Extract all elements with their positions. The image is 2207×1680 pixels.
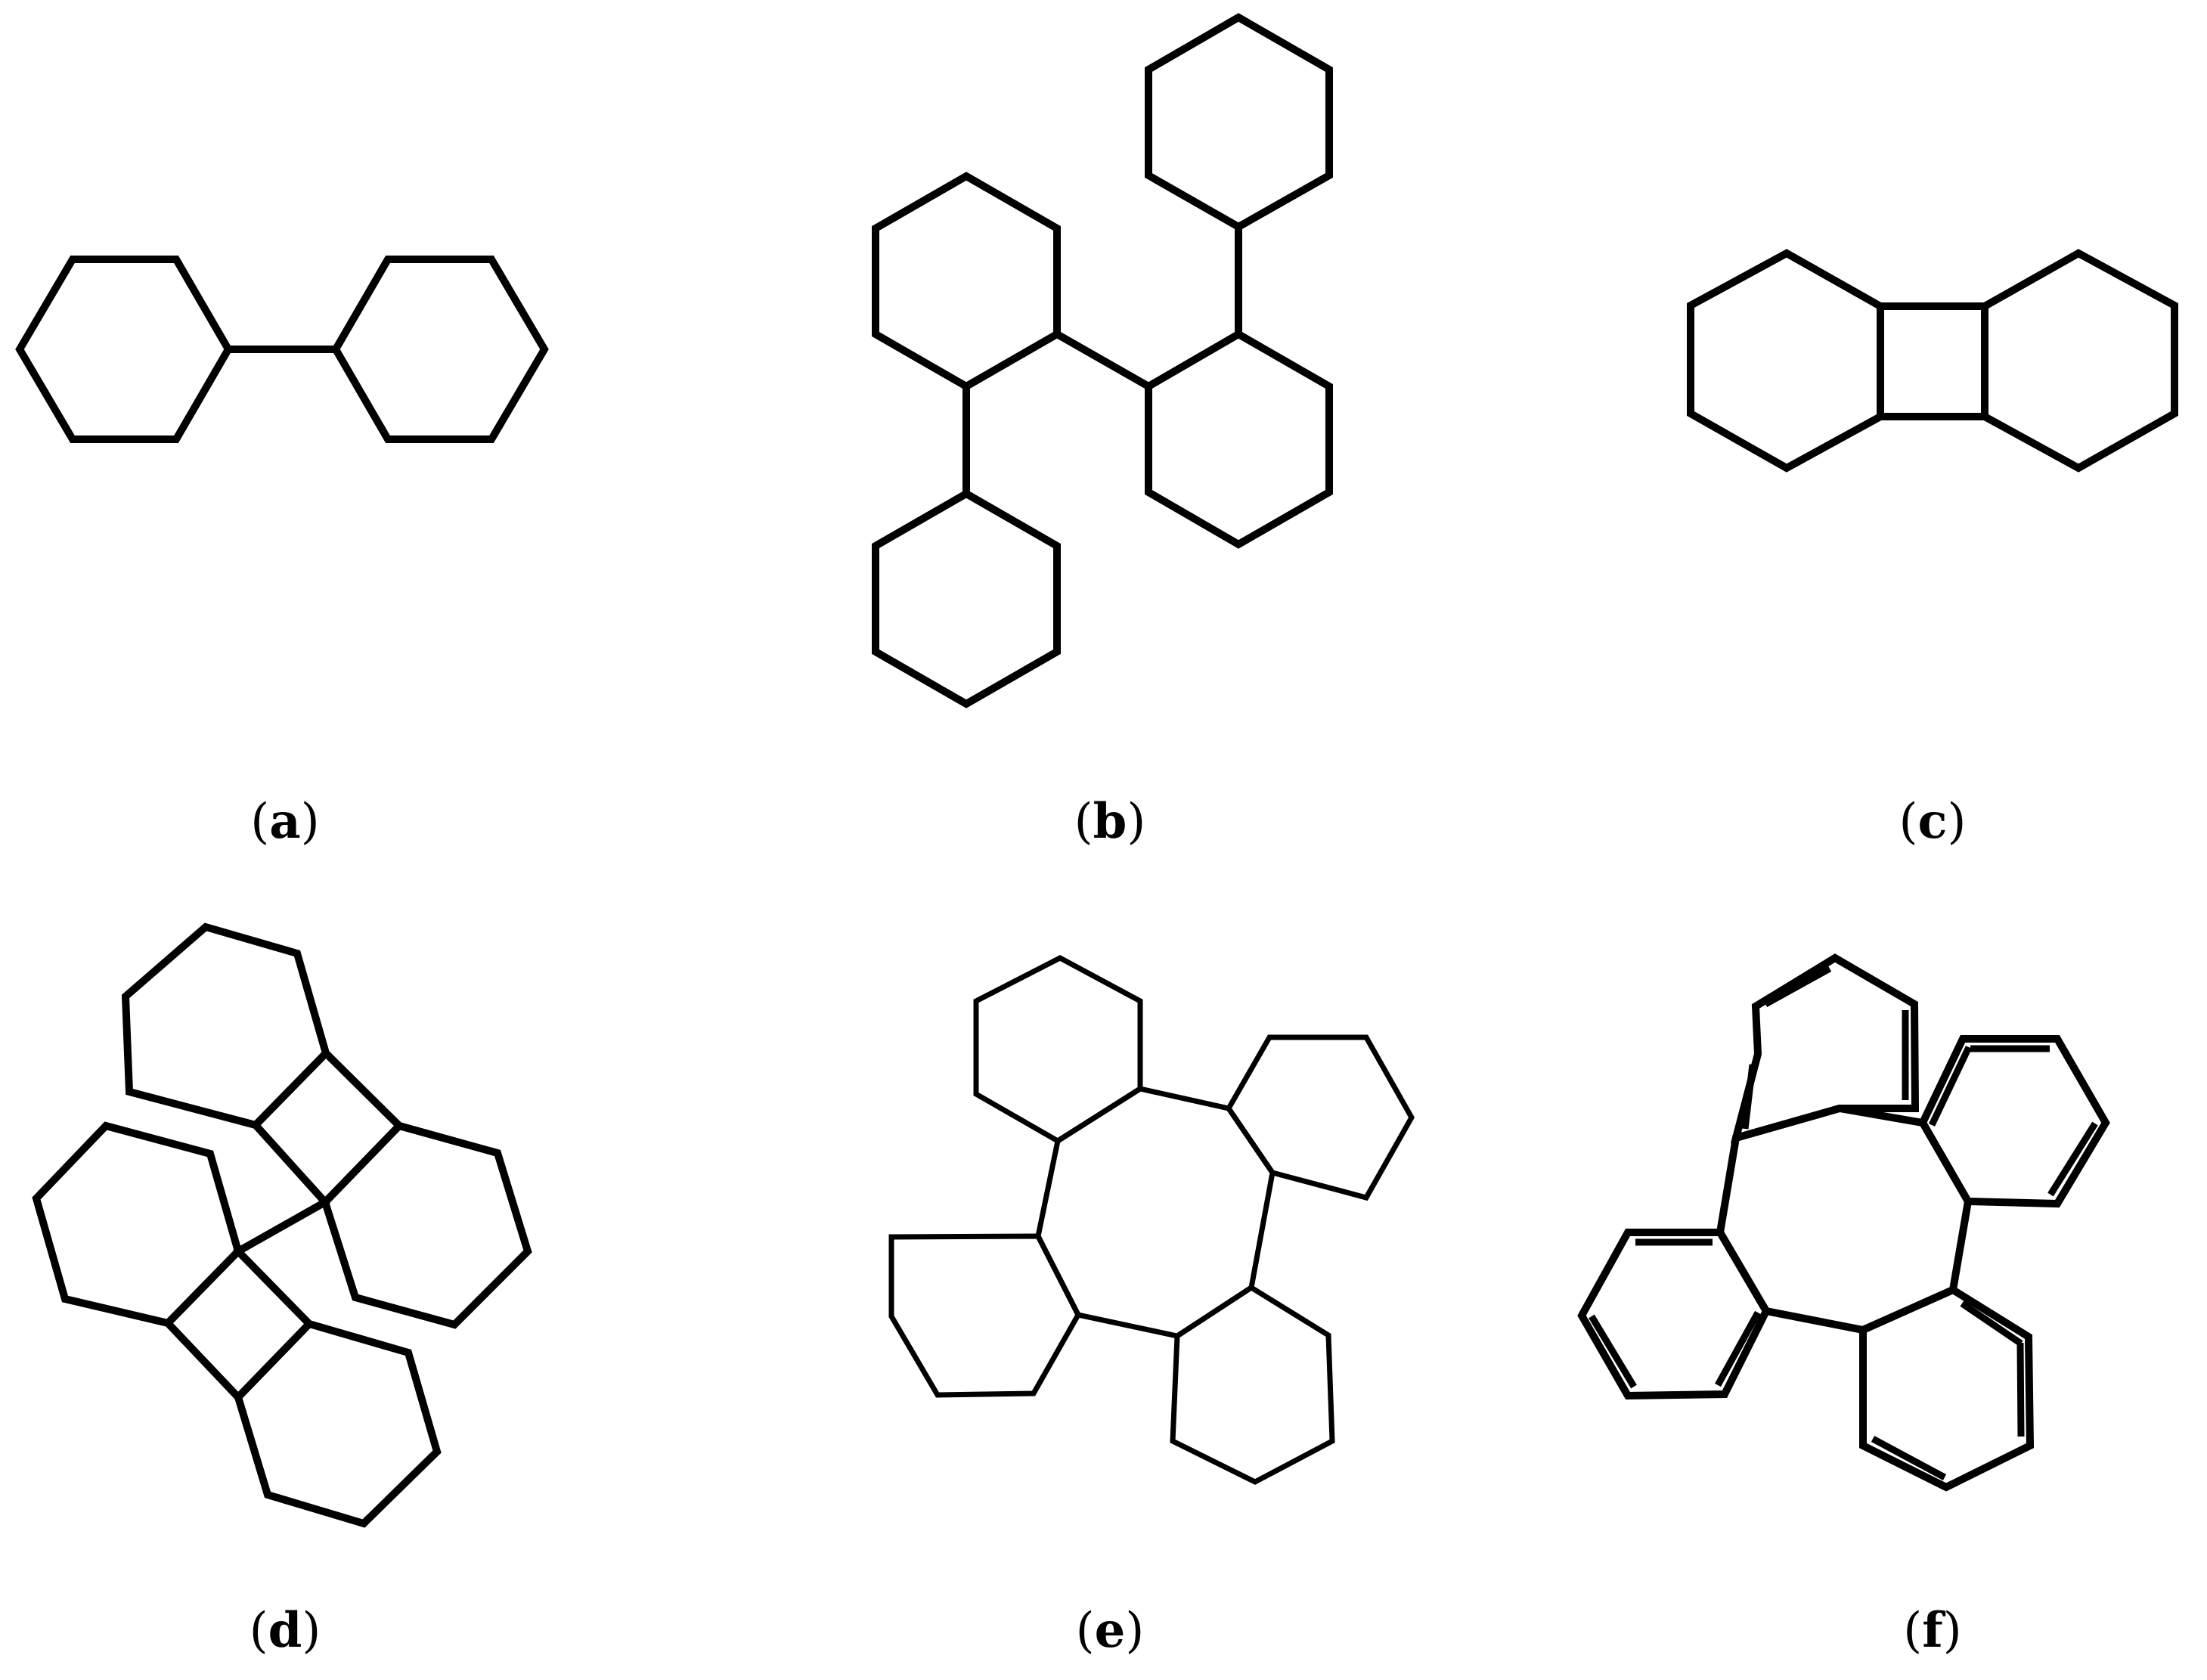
panel-label-e: (e) bbox=[1076, 1602, 1145, 1659]
panel-f: (f) bbox=[1577, 953, 2110, 1659]
structure-c bbox=[1687, 249, 2178, 473]
double-bond bbox=[1871, 1436, 1947, 1480]
hexagon-ring bbox=[1918, 1035, 2110, 1208]
panel-label-f: (f) bbox=[1903, 1602, 1961, 1659]
single-bond bbox=[1052, 329, 1154, 392]
hexagon-ring bbox=[15, 256, 233, 443]
hexagon-ring bbox=[1730, 953, 1920, 1144]
single-bond bbox=[233, 1197, 330, 1257]
hexagon-ring bbox=[32, 1121, 243, 1328]
panel-c: (c) bbox=[1687, 249, 2178, 850]
panel-label-d: (d) bbox=[250, 1602, 321, 1659]
structure-a bbox=[15, 256, 549, 443]
hexagon-ring bbox=[1145, 330, 1333, 549]
panel-d: (d) bbox=[32, 922, 532, 1659]
hexagon-ring bbox=[872, 172, 1061, 391]
double-bond bbox=[1715, 1310, 1761, 1387]
square-ring bbox=[250, 1047, 405, 1208]
panel-b: (b) bbox=[872, 13, 1333, 850]
panel-a: (a) bbox=[15, 256, 549, 850]
panel-label-b: (b) bbox=[1074, 793, 1146, 850]
panel-label-c: (c) bbox=[1899, 793, 1967, 850]
structure-b bbox=[872, 13, 1333, 708]
hexagon-ring bbox=[1687, 249, 1884, 473]
hexagon-ring bbox=[1859, 1285, 2035, 1492]
structure-f bbox=[1577, 953, 2110, 1492]
structure-e bbox=[888, 955, 1415, 1485]
double-bond bbox=[2047, 1121, 2098, 1197]
hexagon-ring bbox=[872, 489, 1061, 708]
hexagon-ring bbox=[888, 1233, 1081, 1398]
double-bond bbox=[1763, 966, 1832, 1007]
double-bond bbox=[1960, 1300, 2023, 1347]
hexagon-ring bbox=[1145, 13, 1333, 231]
double-bond bbox=[1928, 1046, 1973, 1127]
hexagon-ring bbox=[234, 1319, 442, 1528]
structure-d bbox=[32, 922, 532, 1528]
hexagon-ring bbox=[121, 922, 330, 1130]
panel-label-a: (a) bbox=[250, 793, 319, 850]
hexagon-ring bbox=[331, 256, 549, 443]
hexagon-ring bbox=[973, 955, 1143, 1145]
square-ring bbox=[163, 1245, 315, 1403]
hexagon-ring bbox=[1225, 1034, 1415, 1201]
square-ring bbox=[1877, 302, 1988, 420]
hexagon-ring bbox=[321, 1121, 532, 1329]
hexagon-ring bbox=[1577, 1229, 1771, 1400]
double-bond bbox=[2016, 1342, 2025, 1437]
double-bond bbox=[1589, 1314, 1637, 1389]
double-bond bbox=[1741, 1064, 1756, 1130]
hexagon-ring bbox=[1170, 1284, 1335, 1485]
hexagon-ring bbox=[1981, 249, 2178, 473]
panel-e: (e) bbox=[888, 955, 1415, 1659]
